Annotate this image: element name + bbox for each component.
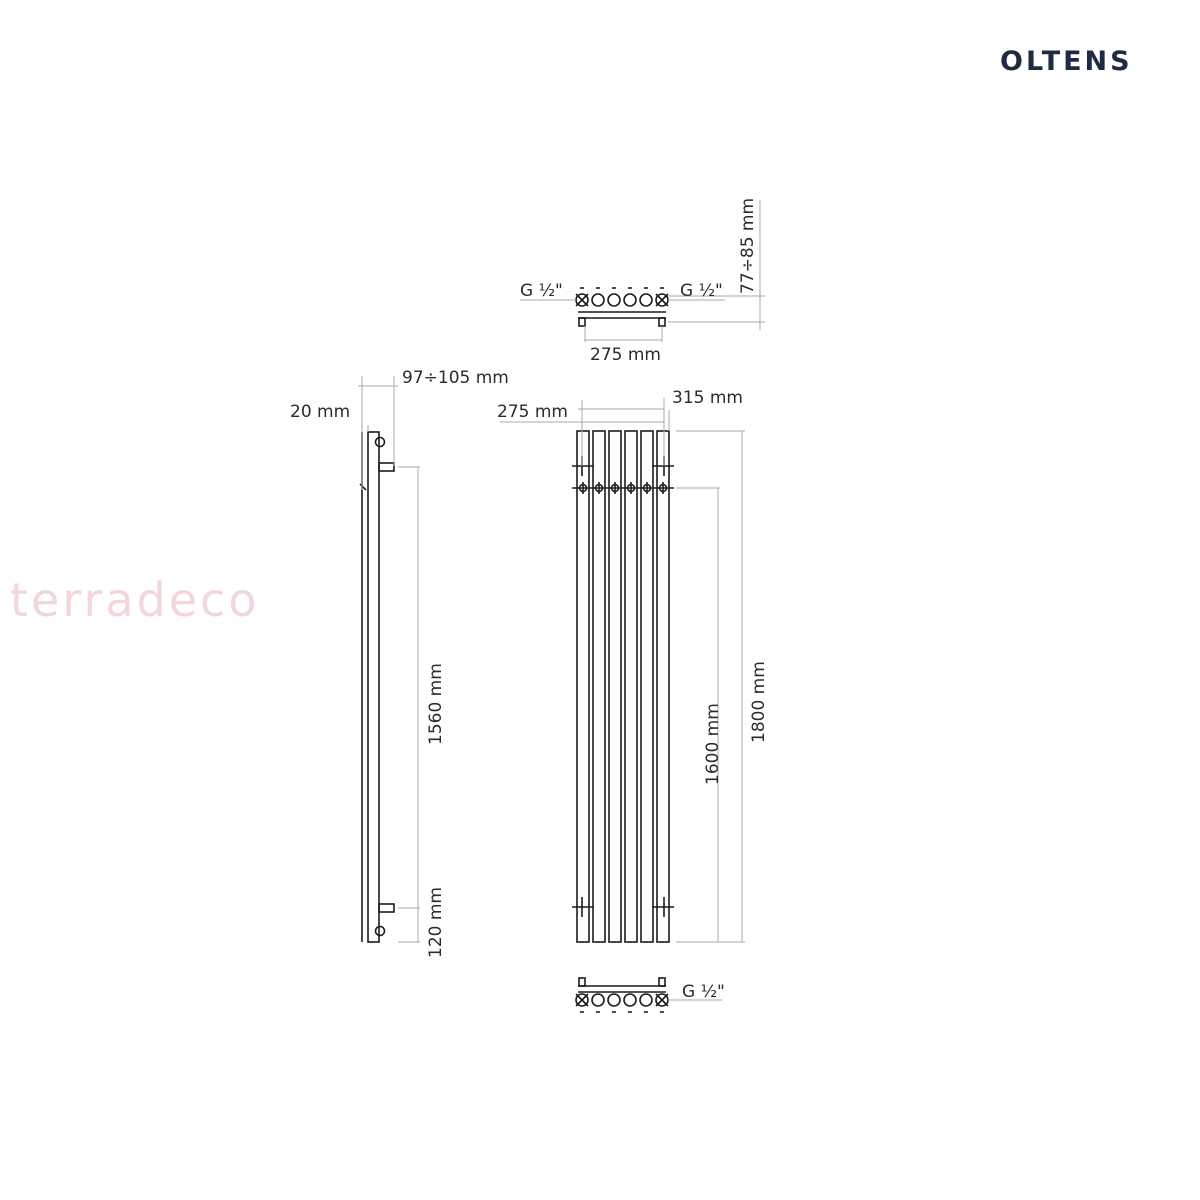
front-outer-label: 315 mm xyxy=(672,388,743,408)
top-width-label: 275 mm xyxy=(590,345,661,365)
front-view-valves xyxy=(578,482,668,494)
front-total-label: 1800 mm xyxy=(749,661,769,743)
side-height-label: 1560 mm xyxy=(426,663,446,745)
side-bottom-label: 120 mm xyxy=(426,887,446,958)
front-axis-label: 1600 mm xyxy=(703,703,723,785)
front-view xyxy=(500,398,745,943)
bottom-thread-label: G ½" xyxy=(682,982,725,1002)
side-depth-label: 97÷105 mm xyxy=(402,368,509,388)
top-view-valves xyxy=(575,287,669,307)
bottom-view xyxy=(575,977,722,1013)
watermark: terradeco xyxy=(10,573,260,627)
front-width-label: 275 mm xyxy=(497,402,568,422)
depth-range-label: 77÷85 mm xyxy=(738,198,758,294)
side-wall-label: 20 mm xyxy=(290,402,350,422)
top-view xyxy=(520,200,765,342)
top-right-thread-label: G ½" xyxy=(680,281,723,301)
brand-logo: OLTENS xyxy=(1000,46,1133,77)
side-view xyxy=(358,376,420,943)
top-left-thread-label: G ½" xyxy=(520,281,563,301)
